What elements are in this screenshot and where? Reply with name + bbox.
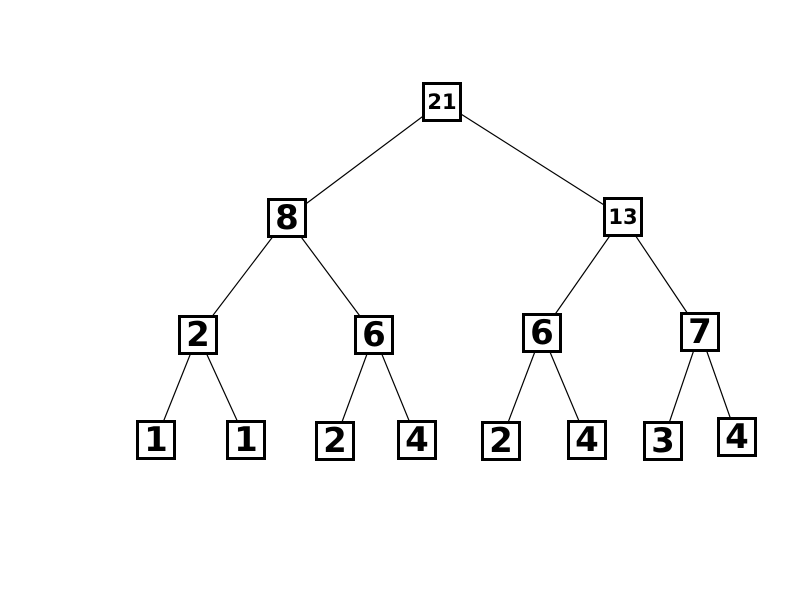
- tree-edge-root-l-8: [286, 101, 443, 219]
- tree-node-r-13: 13: [603, 197, 643, 237]
- tree-edge-root-r-13: [441, 101, 624, 218]
- tree-node-llr-1: 1: [226, 420, 266, 460]
- tree-node-lrr-4: 4: [397, 420, 437, 460]
- tree-node-rll-2: 2: [481, 421, 521, 461]
- tree-node-rrr-4: 4: [717, 417, 757, 457]
- tree-node-rlr-4: 4: [567, 420, 607, 460]
- tree-node-lr-6: 6: [354, 315, 394, 355]
- tree-node-lll-1: 1: [136, 420, 176, 460]
- tree-node-rr-7: 7: [680, 312, 720, 352]
- tree-node-rrl-3: 3: [643, 421, 683, 461]
- tree-node-root: 21: [422, 82, 462, 122]
- tree-node-ll-2: 2: [178, 315, 218, 355]
- tree-node-l-8: 8: [267, 198, 307, 238]
- tree-node-lrl-2: 2: [315, 421, 355, 461]
- tree-node-rl-6: 6: [522, 313, 562, 353]
